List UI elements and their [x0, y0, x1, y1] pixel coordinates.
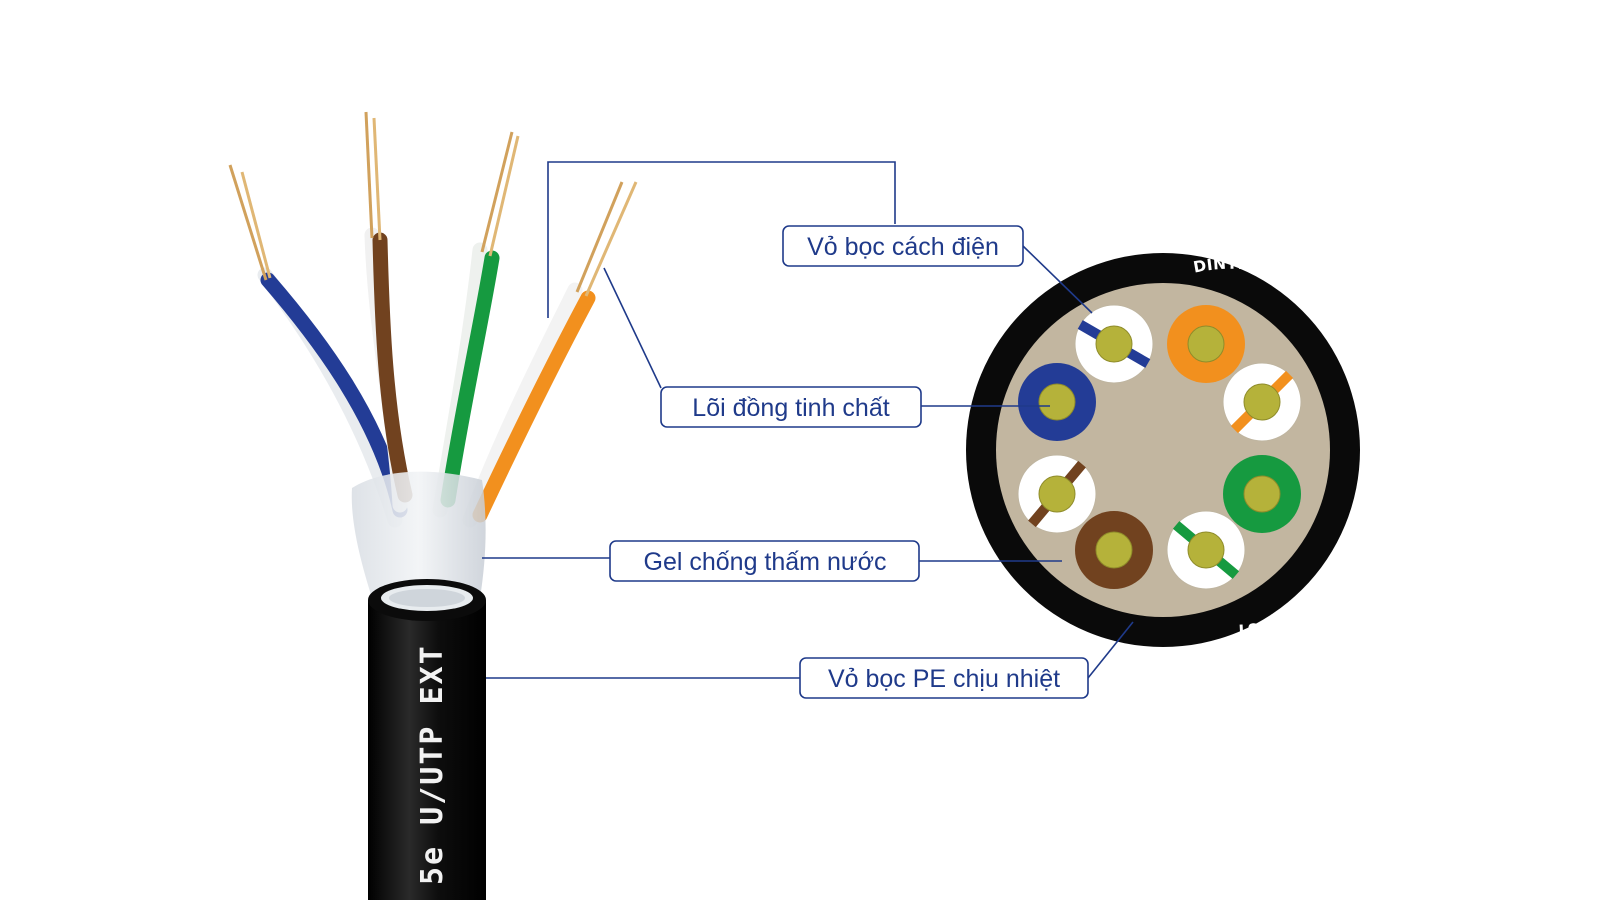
- callout-insulation-label: Vỏ bọc cách điện: [807, 233, 999, 261]
- conductor-brown: [1075, 511, 1153, 589]
- leader-pe-cs: [1087, 621, 1134, 679]
- pe-jacket-body: [368, 600, 486, 900]
- conductor-blue: [1018, 363, 1096, 441]
- wire-pair-brown: [364, 111, 413, 513]
- conductor-white-blue: [1074, 304, 1154, 384]
- callout-gel: Gel chống thấm nước: [609, 540, 920, 582]
- leader-copper-left: [603, 267, 662, 389]
- leader-insulation: [547, 161, 896, 318]
- conductor-white-orange: [1222, 362, 1302, 442]
- conductor-group: [1017, 304, 1302, 590]
- callout-pe-jacket-label: Vỏ bọc PE chịu nhiệt: [828, 665, 1060, 693]
- callout-insulation: Vỏ bọc cách điện: [782, 225, 1024, 267]
- jacket-print: 5e U/UTP EXT: [415, 644, 450, 885]
- gel-coating: [351, 471, 486, 598]
- gel-filler: [996, 283, 1330, 617]
- conductor-green: [1223, 455, 1301, 533]
- callout-pe-jacket: Vỏ bọc PE chịu nhiệt: [799, 657, 1089, 699]
- conductor-white-brown: [1017, 454, 1097, 534]
- callout-gel-label: Gel chống thấm nước: [644, 548, 887, 576]
- cable-illustration: 5e U/UTP EXT: [228, 111, 638, 900]
- leader-insulation-cs: [1022, 245, 1093, 314]
- conductor-white-green: [1166, 510, 1246, 590]
- cross-section: DINTEK CAT.5E UTP PE GEL FILLED CABLE CO…: [966, 253, 1424, 647]
- conductor-orange: [1167, 305, 1245, 383]
- leader-lines: [482, 161, 1134, 679]
- callout-copper-core-label: Lõi đồng tinh chất: [692, 394, 889, 422]
- callout-copper-core: Lõi đồng tinh chất: [660, 386, 922, 428]
